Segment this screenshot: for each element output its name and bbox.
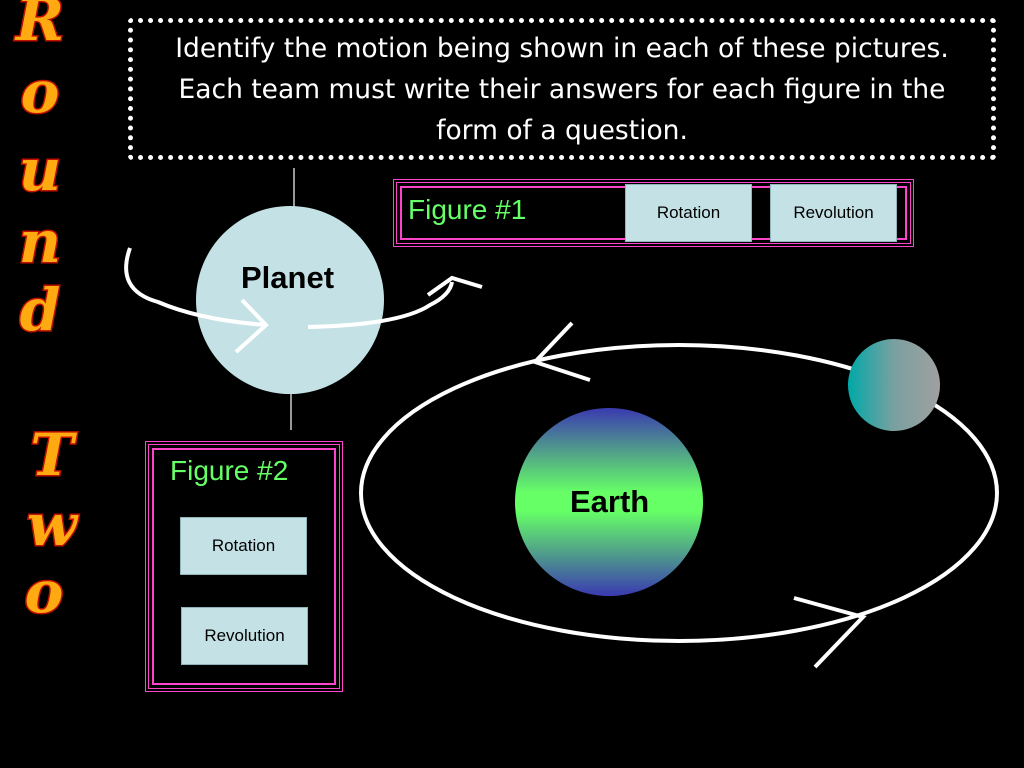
moon-circle	[848, 339, 940, 431]
round-title-letter-5: d	[20, 276, 61, 344]
earth-circle	[515, 408, 703, 596]
instructions-text: Identify the motion being shown in each …	[175, 32, 949, 146]
round-title-letter-2: o	[21, 58, 60, 126]
figure-2-revolution-button[interactable]: Revolution	[181, 607, 308, 665]
figure-1-label: Figure #1	[408, 194, 527, 225]
round-title-letter-4: n	[19, 208, 61, 276]
planet-label: Planet	[241, 260, 335, 295]
orbit-path	[359, 343, 999, 643]
orbit-arrowhead-top	[531, 321, 591, 382]
figure-2-rotation-button[interactable]: Rotation	[180, 517, 307, 575]
round-title: R o u n d T w o	[0, 0, 112, 640]
instructions-box: Identify the motion being shown in each …	[128, 18, 996, 160]
rotation-arrow-right	[307, 281, 454, 329]
round-title-letter-8: o	[25, 558, 64, 626]
orbit-arrowhead-bottom	[793, 596, 867, 669]
planet-circle	[196, 206, 384, 394]
round-title-letter-7: w	[27, 491, 79, 559]
rotation-arrowhead-left	[234, 298, 269, 354]
round-title-letter-6: T	[30, 421, 77, 489]
rotation-arrowhead-right	[426, 275, 483, 297]
figure-1-revolution-button[interactable]: Revolution	[770, 184, 897, 242]
earth-label: Earth	[570, 484, 650, 519]
figure-1-rotation-button[interactable]: Rotation	[625, 184, 752, 242]
round-title-letter-3: u	[19, 136, 61, 204]
round-title-letter-1: R	[14, 0, 64, 54]
figure-2-label: Figure #2	[170, 455, 289, 486]
rotation-arrow-left	[124, 247, 267, 327]
